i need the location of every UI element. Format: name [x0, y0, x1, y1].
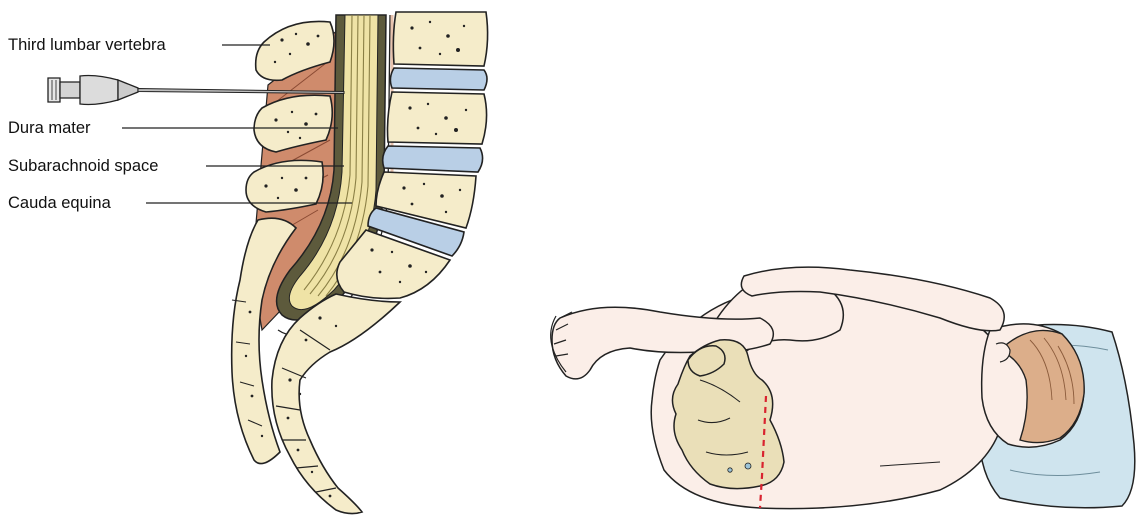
label-text: Subarachnoid space	[8, 157, 158, 175]
intervertebral-disc-2	[383, 146, 483, 172]
spinous-process-l5	[246, 160, 323, 212]
label-third-lumbar-vertebra: Third lumbar vertebra	[8, 36, 270, 54]
label-text: Third lumbar vertebra	[8, 36, 167, 54]
vertebral-body-l3	[388, 92, 487, 144]
label-text: Cauda equina	[8, 194, 112, 212]
patient-fetal-position-illustration	[551, 267, 1135, 509]
puncture-site-marker	[745, 463, 751, 469]
label-text: Dura mater	[8, 119, 91, 137]
lumbar-spine-illustration	[232, 12, 488, 514]
vertebral-body-l2	[393, 12, 487, 66]
intervertebral-disc-1	[390, 68, 487, 90]
